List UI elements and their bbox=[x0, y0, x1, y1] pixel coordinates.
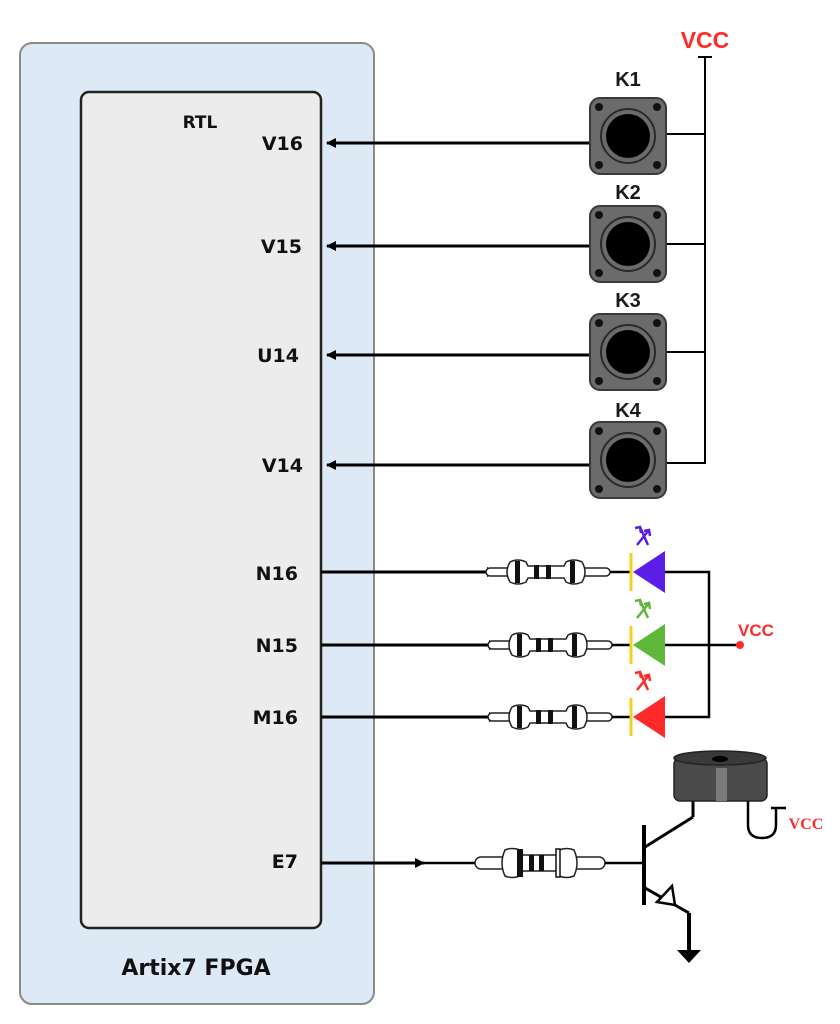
vcc-node-dot bbox=[736, 641, 744, 649]
rtl-label: RTL bbox=[183, 113, 218, 133]
key-k4 bbox=[589, 421, 667, 499]
pin-label-u14: U14 bbox=[257, 345, 299, 367]
light-emission-arrow-icon bbox=[636, 528, 652, 546]
key-label-k4: K4 bbox=[615, 400, 641, 422]
key-label-k2: K2 bbox=[615, 182, 641, 204]
light-emission-arrow-icon bbox=[636, 601, 652, 619]
key-label-k3: K3 bbox=[615, 290, 641, 312]
resistor-n16 bbox=[485, 559, 611, 585]
npn-transistor bbox=[642, 815, 701, 963]
pin-label-v15: V15 bbox=[261, 236, 302, 258]
key-k2 bbox=[589, 205, 667, 283]
pin-label-n15: N15 bbox=[256, 635, 298, 657]
led-group bbox=[629, 525, 665, 738]
resistor-m16 bbox=[487, 704, 613, 730]
buzzer-vcc-label: VCC bbox=[789, 816, 824, 833]
led-triangle bbox=[633, 624, 665, 666]
led-blue bbox=[629, 525, 665, 593]
pin-label-v14: V14 bbox=[262, 455, 303, 477]
ground-icon bbox=[677, 950, 701, 963]
light-emission-arrow-icon bbox=[634, 598, 650, 619]
light-emission-arrow-icon bbox=[636, 673, 652, 691]
key-k1 bbox=[589, 97, 667, 175]
led-green bbox=[629, 598, 665, 666]
resistor-e7 bbox=[474, 847, 606, 879]
pin-label-n16: N16 bbox=[256, 563, 298, 585]
led-vcc-label: VCC bbox=[738, 621, 774, 640]
fpga-title: Artix7 FPGA bbox=[121, 956, 270, 981]
led-red bbox=[629, 670, 665, 738]
key-vcc-label: VCC bbox=[681, 27, 730, 53]
buzzer bbox=[673, 750, 786, 840]
light-emission-arrow-icon bbox=[634, 670, 650, 691]
key-k3 bbox=[589, 313, 667, 391]
key-label-k1: K1 bbox=[615, 69, 641, 91]
resistor-n15 bbox=[487, 632, 613, 658]
rtl-block bbox=[79, 90, 323, 930]
led-triangle bbox=[633, 551, 665, 593]
pin-label-v16: V16 bbox=[262, 133, 303, 155]
vcc-bus-keys bbox=[667, 57, 706, 464]
led-triangle bbox=[633, 696, 665, 738]
pin-label-m16: M16 bbox=[253, 707, 298, 729]
light-emission-arrow-icon bbox=[634, 525, 650, 546]
pin-label-e7: E7 bbox=[272, 851, 298, 873]
